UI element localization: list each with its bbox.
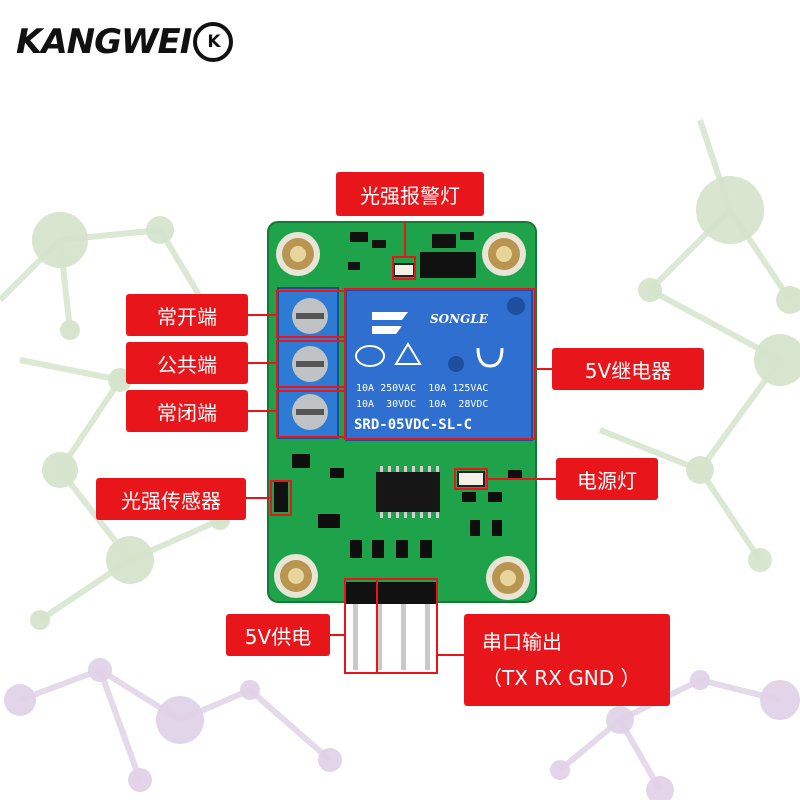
label-serial-output-line2: （TX RX GND ） <box>482 666 641 690</box>
label-relay-5v: 5V继电器 <box>552 348 704 390</box>
pin-5v-highlight <box>344 578 378 674</box>
terminal-no-highlight <box>276 290 346 338</box>
power-led <box>457 471 485 487</box>
alarm-led-highlight <box>392 256 416 280</box>
com-connector <box>248 362 278 364</box>
label-power-5v: 5V供电 <box>226 614 330 656</box>
relay-model: SRD-05VDC-SL-C <box>354 417 473 433</box>
light-sensor-component <box>274 482 288 512</box>
label-serial-output: 串口输出 （TX RX GND ） <box>464 614 670 706</box>
label-power-led: 电源灯 <box>556 458 658 500</box>
label-light-alarm-led: 光强报警灯 <box>336 172 484 216</box>
relay-body <box>345 289 533 441</box>
ic-chip <box>376 466 440 518</box>
label-normally-open: 常开端 <box>126 294 248 336</box>
light-sensor-highlight <box>270 480 292 516</box>
pins-serial-highlight <box>376 578 438 674</box>
relay-brand: SONGLE <box>430 312 488 326</box>
power-5v-connector <box>330 634 346 636</box>
brand-logo-badge: K <box>193 22 234 62</box>
header-pins <box>346 582 436 670</box>
terminal-block <box>277 287 339 439</box>
label-light-sensor: 光强传感器 <box>96 478 246 520</box>
relay-rating-line1: 10A 250VAC 10A 125VAC <box>356 383 489 394</box>
sensor-connector <box>246 497 272 499</box>
no-connector <box>248 314 278 316</box>
mounting-holes <box>274 232 530 600</box>
relay-rating-line2: 10A 30VDC 10A 28VDC <box>356 399 489 410</box>
serial-connector <box>436 654 464 656</box>
brand-logo-text: KANGWEI <box>16 22 192 62</box>
brand-logo: KANGWEI K <box>16 22 234 62</box>
relay-highlight <box>344 288 536 440</box>
label-serial-output-line1: 串口输出 <box>482 630 562 654</box>
label-common: 公共端 <box>126 342 248 384</box>
terminal-nc-highlight <box>276 390 346 438</box>
power-led-highlight <box>454 468 488 490</box>
power-led-connector <box>486 478 556 480</box>
alarm-connector <box>404 222 406 258</box>
terminal-com-highlight <box>276 340 346 388</box>
label-normally-closed: 常闭端 <box>126 390 248 432</box>
relay-connector <box>534 368 552 370</box>
nc-connector <box>248 410 278 412</box>
